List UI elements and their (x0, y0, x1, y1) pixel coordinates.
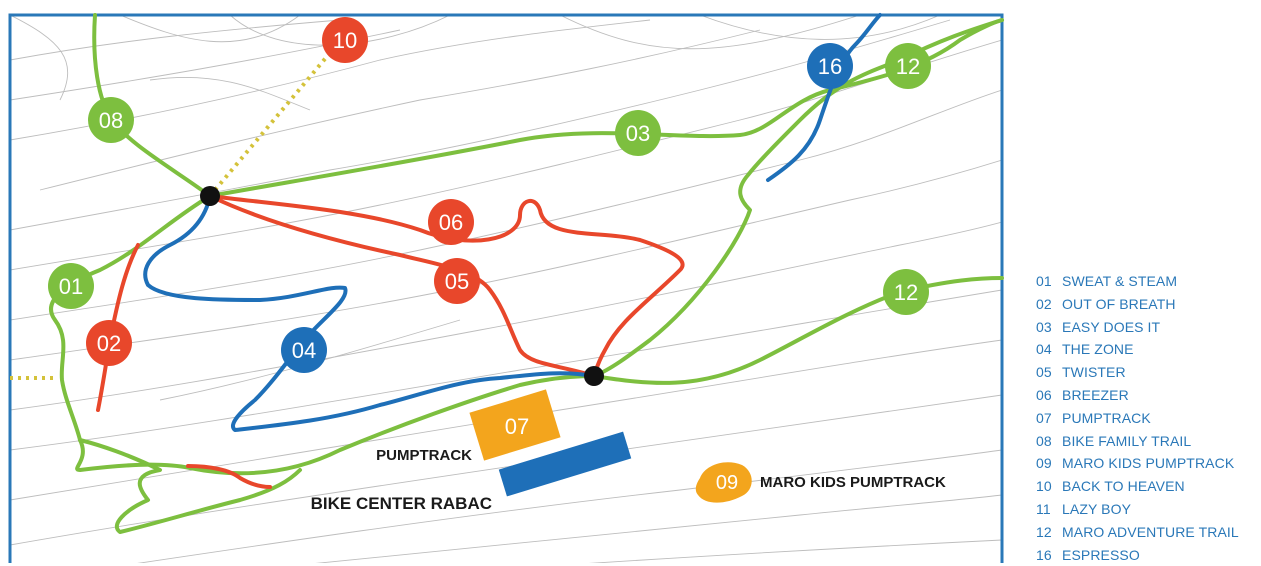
junction-top (200, 186, 220, 206)
bike-center-marker (498, 431, 632, 497)
trail-10-dotted (208, 33, 347, 198)
pumptrack-07-marker: 07 (469, 389, 561, 461)
marker-08: 08 (88, 97, 134, 143)
svg-text:06: 06 (439, 210, 463, 235)
svg-text:03: 03 (626, 121, 650, 146)
marker-12-top: 12 (885, 43, 931, 89)
svg-text:02: 02 (97, 331, 121, 356)
svg-text:04: 04 (292, 338, 316, 363)
pumptrack-label: PUMPTRACK (376, 447, 472, 464)
svg-text:12: 12 (896, 54, 920, 79)
junction-bottom (584, 366, 604, 386)
pumptrack-07-number: 07 (505, 414, 529, 439)
blue-trails (143, 13, 882, 432)
maro-kids-label: MARO KIDS PUMPTRACK (760, 474, 946, 491)
pumptrack-09-marker: 09 (695, 462, 752, 503)
marker-10: 10 (322, 17, 368, 63)
marker-05: 05 (434, 258, 480, 304)
svg-text:10: 10 (333, 28, 357, 53)
svg-text:12: 12 (894, 280, 918, 305)
svg-text:01: 01 (59, 274, 83, 299)
green-trails (49, 13, 1004, 534)
svg-text:08: 08 (99, 108, 123, 133)
marker-03: 03 (615, 110, 661, 156)
map-frame (8, 13, 1004, 563)
marker-04: 04 (281, 327, 327, 373)
svg-text:16: 16 (818, 54, 842, 79)
trail-markers: 08 10 16 12 03 06 05 01 (48, 17, 931, 373)
svg-text:05: 05 (445, 269, 469, 294)
marker-12-right: 12 (883, 269, 929, 315)
bike-center-label: BIKE CENTER RABAC (311, 494, 492, 513)
marker-16: 16 (807, 43, 853, 89)
marker-06: 06 (428, 199, 474, 245)
marker-01: 01 (48, 263, 94, 309)
marker-02: 02 (86, 320, 132, 366)
pumptrack-09-number: 09 (716, 472, 738, 494)
